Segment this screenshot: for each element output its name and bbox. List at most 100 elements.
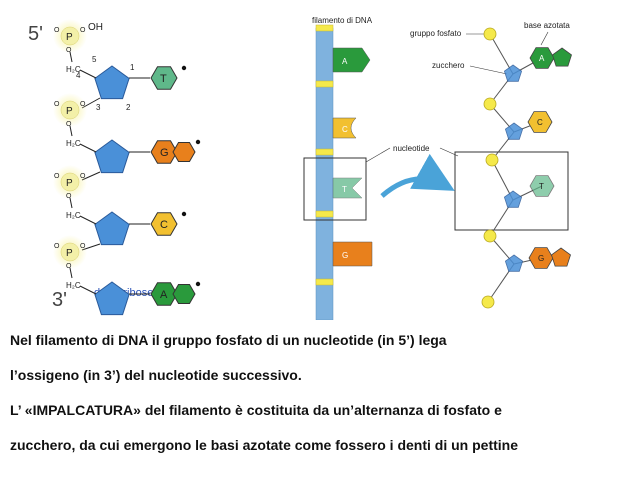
strand-phosphate-band [315,210,334,218]
chain-base: G [528,247,571,269]
chain-phosphate [483,97,497,111]
strand-base-shape [332,177,363,199]
base-letter: T [160,73,167,85]
phosphate-group [60,26,80,46]
transform-arrow [380,153,455,198]
base-pointer-line [540,31,549,46]
nucleotide-box-chain [454,151,569,231]
nucleotide-box-strand [303,157,367,221]
carbon-4-label: 4 [76,71,81,80]
strand-base: C [332,117,357,139]
strand-base: A [332,47,371,73]
backbone-bond [69,197,73,209]
chain-phosphate [483,27,497,41]
oxygen-symbol: O [80,101,86,108]
strand-base: G [332,241,373,267]
strand-base-letter: A [342,57,348,66]
deoxyribose-sugar [94,211,130,246]
phosphorus-symbol: P [66,178,73,189]
chain-base: C [527,111,553,133]
base-second-ring [172,142,196,162]
phosphorus-symbol: P [66,248,73,259]
carbon-2-label: 2 [126,103,131,112]
base-letter: C [160,219,168,231]
ch2-sugar-bond [79,69,97,79]
chain-base-second-ring [552,47,572,67]
base-second-ring [172,284,196,304]
chain-base-letter: A [539,54,545,63]
backbone-bond [69,51,73,63]
base-ring [150,212,178,236]
ch2-sugar-bond [79,143,97,153]
nitrogenous-base-label: base azotata [524,21,570,30]
strand-base-shape [332,241,373,267]
dna-strand-schematic: filamento di DNA gruppo fosfato base azo… [303,16,572,320]
caption-line-2: l’ossigeno (in 3’) del nucleotide succes… [10,367,302,383]
chain-base: T [529,175,555,197]
caption-line-1: Nel filamento di DNA il gruppo fosfato d… [10,332,447,348]
oxygen-symbol: O [54,243,60,250]
ch2-sugar-bond [79,285,97,295]
base-end-dot [181,65,187,71]
phosphorus-symbol: P [66,106,73,117]
chain-base-ring [529,47,555,69]
chain-base: A [529,47,572,69]
chain-base-ring [528,247,554,269]
phosphate-group [60,100,80,120]
oxygen-symbol: O [66,47,72,54]
label-3-prime: 3' [52,289,67,311]
chain-base-letter: C [537,118,543,127]
carbon-5-label: 5 [92,55,97,64]
base-ring [150,66,178,90]
base-letter: A [160,289,168,301]
base-end-dot [195,281,201,287]
chain-phosphate [483,229,497,243]
strand-phosphate-band [315,278,334,286]
sugar-pointer-line [469,65,508,75]
nucleotide-pointer-line-2 [439,147,459,157]
chain-phosphate [485,153,499,167]
ch2-group: H₂C [66,281,81,290]
base-ring [150,140,178,164]
deoxyribose-sugar [94,65,130,100]
carbon-3-label: 3 [96,103,101,112]
strand-label: filamento di DNA [312,16,373,25]
oxygen-symbol: O [66,263,72,270]
base-letter: G [160,147,169,159]
base-end-dot [181,211,187,217]
oh-label: OH [88,22,103,33]
chain-base-ring [529,175,555,197]
nucleotide-pointer-line [365,147,391,163]
phosphate-group [60,242,80,262]
strand-base-letter: T [342,185,347,194]
ch2-sugar-bond [79,215,97,225]
oxygen-symbol: O [80,27,86,34]
chain-base-second-ring [551,247,571,267]
strand-base-letter: G [342,251,348,260]
dna-structure-figure: 5' 3' OH deoxyribose POOOH₂CT54321POOOH₂… [28,16,572,320]
strand-phosphate-band [315,80,334,88]
ch2-group: H₂C [66,139,81,148]
caption-line-4: zucchero, da cui emergono le basi azotat… [10,437,518,453]
chain-base-ring [527,111,553,133]
strand-base-shape [332,47,371,73]
chain-sugar [503,190,523,208]
caption-line-3: L’ «IMPALCATURA» del filamento è costitu… [10,402,502,418]
carbon-1-label: 1 [130,63,135,72]
chain-sugar [503,64,523,82]
phosphorus-symbol: P [66,32,73,43]
chain-base-letter: G [538,254,544,263]
oxygen-symbol: O [66,193,72,200]
label-5-prime: 5' [28,23,43,45]
ch2-group: H₂C [66,211,81,220]
strand-base: T [332,177,363,199]
strand-phosphate-band [315,148,334,156]
oxygen-symbol: O [54,27,60,34]
oxygen-symbol: O [54,101,60,108]
strand-base-shape [332,117,357,139]
